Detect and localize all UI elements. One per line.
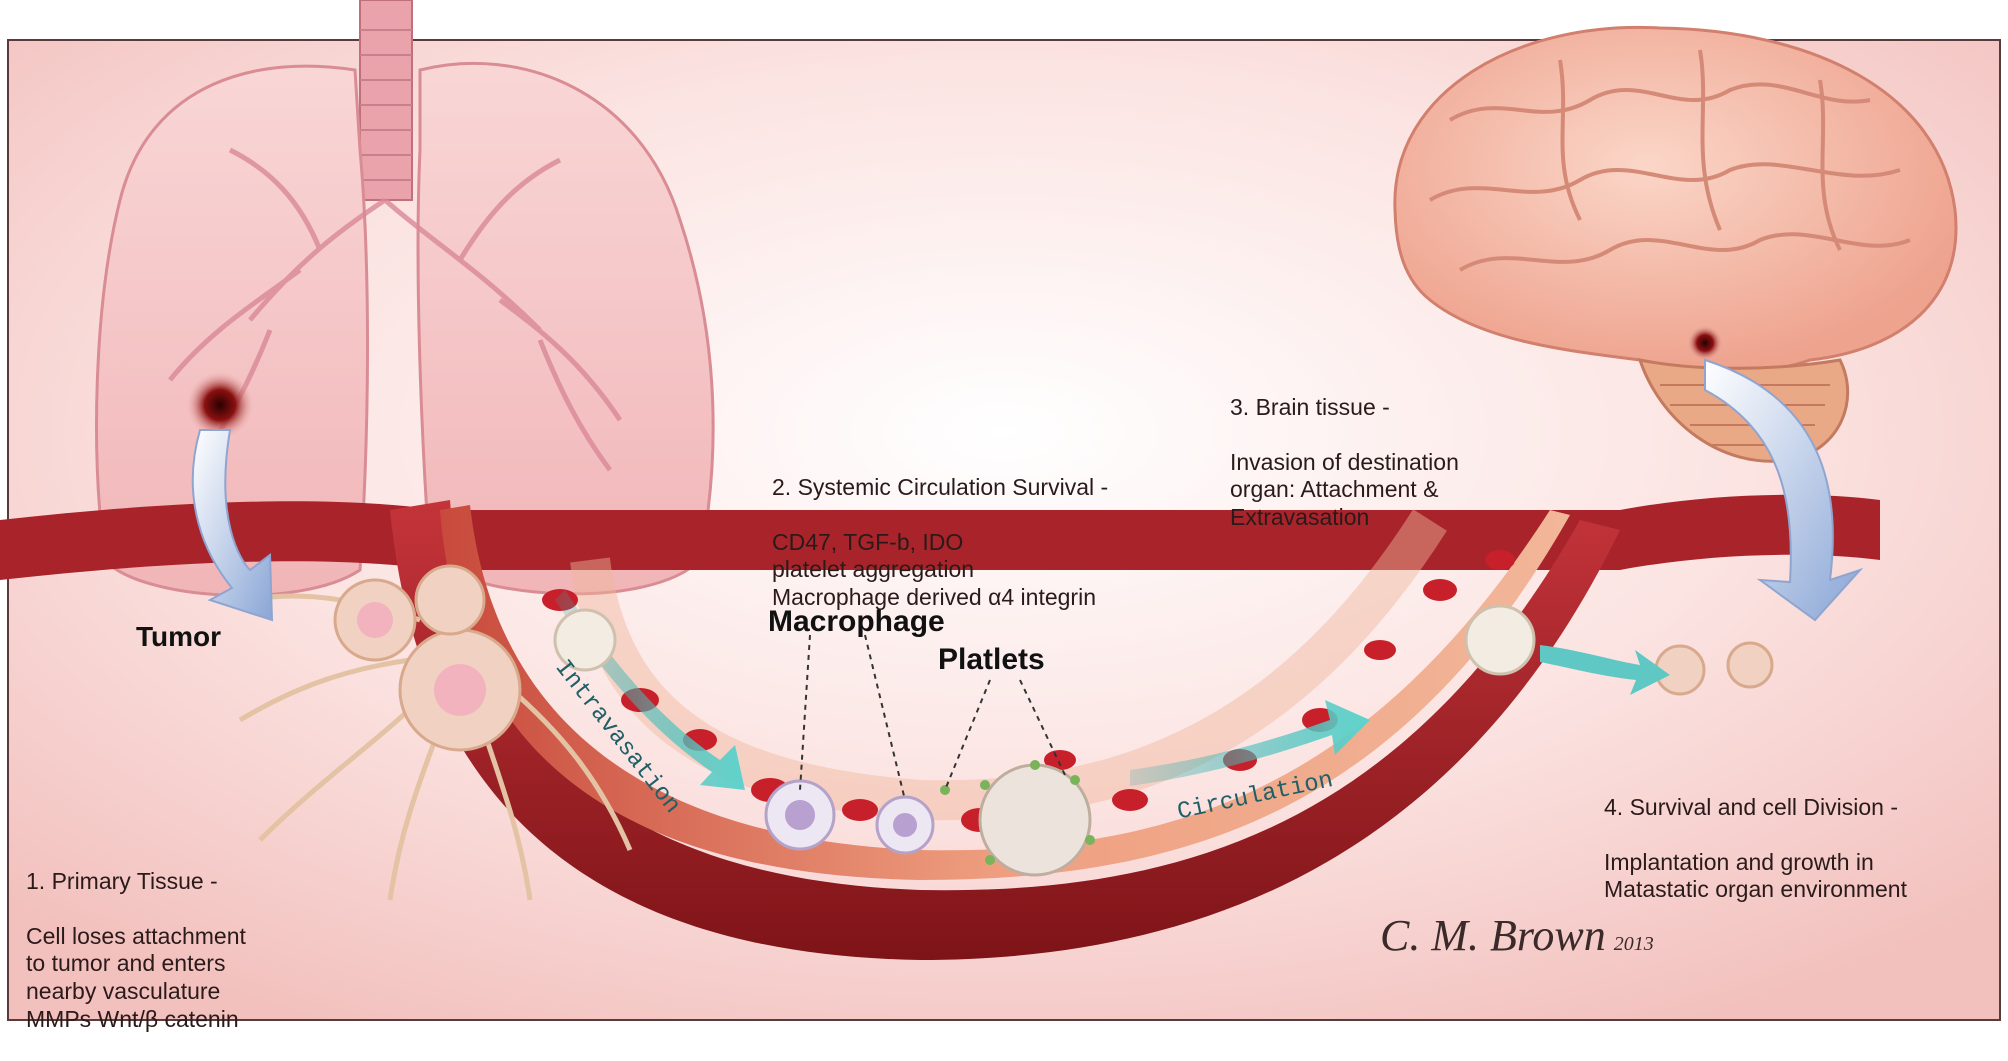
step-3-brain-tissue: 3. Brain tissue - Invasion of destinatio… [1230,366,1459,559]
extravasation-arrow [1540,645,1670,695]
circulating-cells [764,760,1095,877]
step-4-survival-division: 4. Survival and cell Division - Implanta… [1604,766,1907,932]
tumor-label: Tumor [136,621,222,652]
step-1-primary-tissue: 1. Primary Tissue - Cell loses attachmen… [26,840,246,1061]
diagram-stage: Tumor Macrophage Platlets 1. Primary Tis… [0,0,2001,1032]
platlets-label: Platlets [938,643,1045,676]
step-4-title: 4. Survival and cell Division - [1604,793,1899,820]
step-4-body: Implantation and growth in Matastatic or… [1604,848,1907,903]
signature-name: C. M. Brown [1380,911,1606,960]
artist-signature: C. M. Brown 2013 [1380,910,1654,961]
lungs [95,0,715,597]
step-3-body: Invasion of destination organ: Attachmen… [1230,448,1459,530]
metastasis-illustration [0,0,2001,1021]
label-pointers [799,634,1066,801]
circulation-arrow-shape [1130,700,1370,786]
tumor-cells [238,564,1774,901]
step-3-title: 3. Brain tissue - [1230,393,1390,420]
brain-entry-arrow [1704,358,1864,622]
intravasation-arrow-shape [555,590,745,790]
blood-vessel [0,494,1880,960]
signature-year: 2013 [1613,933,1654,955]
lung-exit-arrow [191,429,274,622]
macrophage-label: Macrophage [768,605,945,638]
brain-metastasis-site [1687,325,1723,361]
step-1-body: Cell loses attachment to tumor and enter… [26,922,246,1032]
step-2-title: 2. Systemic Circulation Survival - [772,473,1109,500]
step-2-systemic-circulation: 2. Systemic Circulation Survival - CD47,… [772,446,1108,639]
step-2-body: CD47, TGF-b, IDO platelet aggregation Ma… [772,528,1096,610]
step-1-title: 1. Primary Tissue - [26,867,218,894]
primary-tumor-site [186,371,254,439]
